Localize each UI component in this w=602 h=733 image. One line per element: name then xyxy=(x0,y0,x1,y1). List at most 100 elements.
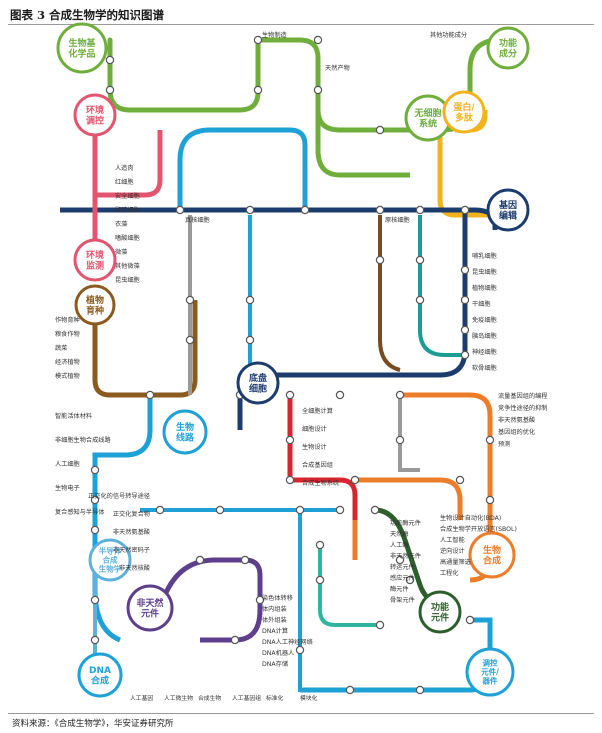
station-dot xyxy=(375,205,385,215)
station-dot xyxy=(215,505,225,515)
hub-synbio: 生物合成 xyxy=(468,531,516,579)
hub-label: DNA xyxy=(89,666,111,676)
line-brown xyxy=(378,215,401,372)
hub-label: 元件 xyxy=(431,611,449,623)
hub-circles: 生物基化学品功能成分环境调控无细胞系统蛋白/多肽基因编辑环境监测植物育种底盘细胞… xyxy=(56,22,530,698)
line-mint xyxy=(318,545,380,627)
station-dot xyxy=(375,255,385,265)
station-dot xyxy=(313,85,323,95)
station-label: 复合感知与半导体 xyxy=(55,508,105,516)
hub-label: 系统 xyxy=(419,117,437,129)
station-label: 人工细胞 xyxy=(55,460,80,468)
station-dot xyxy=(485,435,495,445)
station-dot xyxy=(285,475,295,485)
station-dot xyxy=(335,505,345,515)
hub-label: 环境 xyxy=(86,104,104,116)
hub-label: 功能 xyxy=(499,37,517,49)
station-label: 染色体转移 xyxy=(262,594,293,602)
line-teal xyxy=(418,215,465,357)
station-dot xyxy=(460,265,470,275)
station-label: 天然产物 xyxy=(325,64,350,72)
station-dot xyxy=(370,505,380,515)
line-blue-upper xyxy=(177,127,420,213)
hub-label: 合成 xyxy=(483,554,501,566)
station-dot xyxy=(395,555,405,565)
station-label: 真核细胞 xyxy=(185,216,210,224)
station-dot xyxy=(90,465,100,475)
station-label: 合成基因组 xyxy=(302,461,333,469)
station-dot xyxy=(460,350,470,360)
station-dot xyxy=(90,495,100,505)
station-label: 逆向设计 xyxy=(440,547,465,555)
station-label: DNA人工神经网络 xyxy=(262,638,313,646)
hub-label: 成分 xyxy=(499,47,517,59)
station-dot xyxy=(460,325,470,335)
station-label: 基因组的优化 xyxy=(498,428,535,436)
station-label: 酶元件 xyxy=(390,585,409,593)
station-dot xyxy=(460,205,470,215)
hub-label: 生物 xyxy=(176,421,194,433)
station-label: DNA计算 xyxy=(262,627,288,635)
hub-ring xyxy=(74,284,116,326)
station-label: 人工微生物 xyxy=(164,694,193,702)
station-label: 竞争性途径的抑制 xyxy=(498,404,548,412)
hub-label: 编辑 xyxy=(499,209,517,221)
station-label: 正交化的信号转导途径 xyxy=(88,492,150,500)
station-label: 生物设计 xyxy=(302,443,327,451)
station-dot xyxy=(105,85,115,95)
station-label: 昆虫细胞 xyxy=(115,276,140,284)
station-dot xyxy=(90,595,100,605)
station-dot xyxy=(350,475,360,485)
hub-ring xyxy=(468,531,516,579)
station-label: 软骨细胞 xyxy=(472,364,497,372)
station-dot xyxy=(145,390,155,400)
hub-label: 合成 xyxy=(103,555,118,565)
hub-label: 功能 xyxy=(431,601,449,613)
station-label: 非天然元件 xyxy=(390,552,421,560)
station-label: 生物设计自动化(BDA) xyxy=(440,514,501,522)
station-label: 非天然核酸 xyxy=(119,564,150,572)
station-label: 红细胞 xyxy=(115,178,134,186)
hub-ring xyxy=(236,361,280,405)
station-label: 合成生物 xyxy=(198,694,221,702)
line-green-top xyxy=(107,37,503,133)
bottom-rule xyxy=(8,713,594,714)
station-label: 非细胞生物合成线路 xyxy=(55,436,111,444)
station-label: 神经细胞 xyxy=(472,348,497,356)
station-label: 人工酶 xyxy=(390,541,409,549)
station-label: 衣藻 xyxy=(115,220,128,228)
station-dot xyxy=(185,335,195,345)
station-dot xyxy=(405,575,415,585)
station-dot xyxy=(415,255,425,265)
station-dot xyxy=(395,435,405,445)
station-label: 智能活体材料 xyxy=(55,412,92,420)
hub-label: 细胞 xyxy=(249,382,267,394)
station-dot xyxy=(415,205,425,215)
station-label: 工程化 xyxy=(440,569,459,577)
station-label: 高通量筛选 xyxy=(440,558,471,566)
station-dot xyxy=(415,295,425,305)
station-label: 天然酶 xyxy=(390,530,409,538)
hub-label: 无细胞 xyxy=(413,107,441,119)
station-dot xyxy=(485,495,495,505)
hub-ring xyxy=(56,22,108,74)
station-label: 细胞设计 xyxy=(302,425,327,433)
hub-label: 基因 xyxy=(498,199,517,211)
station-dot xyxy=(285,435,295,445)
station-label: 合成生物学开放语言(SBOL) xyxy=(440,525,517,533)
hub-unnatural: 非天然元件 xyxy=(126,584,174,632)
hub-ring xyxy=(73,238,117,282)
station-dot xyxy=(285,390,295,400)
hub-label: 生物 xyxy=(483,544,501,556)
station-label: 标准化 xyxy=(266,694,284,702)
station-dot xyxy=(415,685,425,695)
station-label: 生物制造 xyxy=(262,31,287,39)
hub-ring xyxy=(88,538,132,582)
station-label: 人工基因 xyxy=(130,694,153,702)
hub-label: 合成 xyxy=(91,674,109,686)
